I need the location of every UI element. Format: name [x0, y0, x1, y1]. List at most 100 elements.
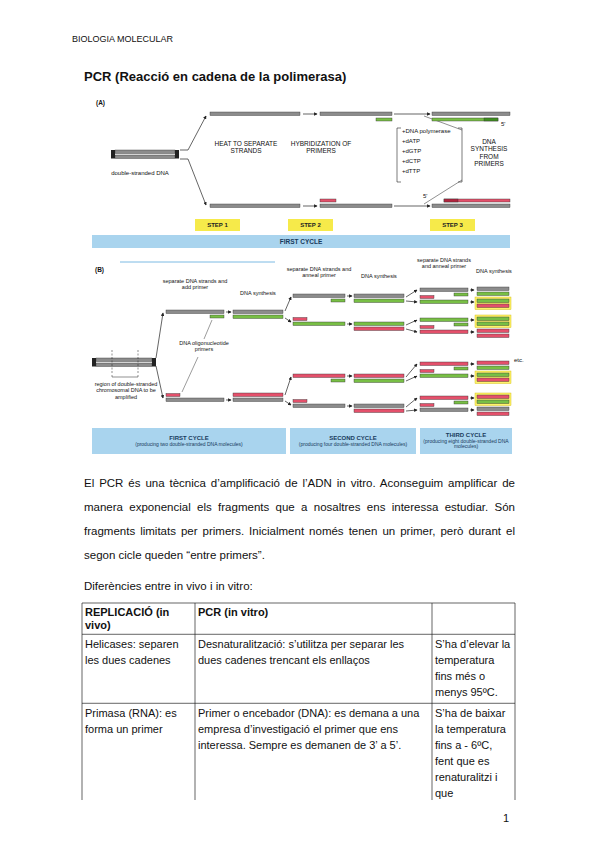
box-subtitle: (producing two double-stranded DNA molec…: [135, 442, 243, 448]
dna-strand: [233, 398, 283, 402]
dna-strand: [477, 400, 509, 404]
leader-line: [424, 180, 462, 204]
panel-letter: (A): [96, 99, 120, 106]
flow-arrow: [470, 398, 474, 399]
dna-strand: [293, 404, 345, 408]
flow-arrow: [470, 410, 474, 411]
table-cell: Helicases: separen les dues cadenes: [85, 636, 193, 668]
box-heading: FIRST CYCLE: [169, 435, 208, 442]
body-text: Diferències entre in vivo i in vitro:: [84, 580, 404, 593]
dna-strand: [293, 318, 307, 321]
leader-line: [515, 603, 516, 800]
flow-arrow: [470, 302, 474, 303]
flow-arrow: [303, 206, 317, 207]
box-heading: SECOND CYCLE: [329, 435, 377, 442]
figure-label: region of double-stranded chromosomal DN…: [88, 381, 164, 400]
flow-arrow: [285, 318, 291, 322]
flow-arrow: [406, 329, 417, 332]
figure-b: [92, 287, 511, 416]
dna-strand: [432, 118, 498, 121]
figure-label: DNA oligonucleotide primers: [176, 340, 232, 353]
flow-arrow: [470, 376, 474, 377]
figure-label: double-stranded DNA: [98, 170, 182, 177]
dna-strand: [477, 329, 509, 333]
step-box: STEP 3: [430, 219, 475, 231]
dna-strand: [354, 404, 404, 408]
dna-strand: [376, 118, 392, 121]
cycle-band: FIRST CYCLE: [92, 235, 510, 248]
step-box: STEP 1: [195, 219, 240, 231]
leader-line: [432, 603, 433, 800]
dna-strand: [420, 370, 434, 373]
dna-strand: [233, 315, 283, 319]
reagent: +dGTP: [402, 148, 460, 155]
dna-strand: [477, 292, 509, 296]
reagent: +dCTP: [402, 158, 460, 165]
flow-arrow: [470, 320, 474, 321]
dna-strand: [454, 401, 468, 404]
box-heading: STEP 3: [442, 222, 463, 229]
flow-arrow: [470, 364, 474, 365]
flow-arrow: [347, 376, 352, 377]
step-caption: HYBRIDIZATION OF PRIMERS: [283, 140, 359, 155]
dna-strand: [210, 112, 300, 116]
dna-strand: [96, 363, 152, 367]
dna-strand: [477, 407, 509, 411]
leader-line: [138, 350, 139, 373]
figure-label: DNA synthesis: [352, 273, 406, 279]
dna-strand: [233, 310, 283, 314]
page-title: PCR (Reacció en cadena de la polimerasa): [84, 70, 524, 85]
leader-line: [112, 350, 113, 373]
dna-strand: [420, 330, 468, 334]
flow-arrow: [285, 401, 291, 405]
flow-arrow: [470, 332, 474, 333]
flow-arrow: [285, 297, 291, 311]
panel-letter: (B): [95, 266, 119, 273]
dna-strand: [354, 327, 404, 331]
page-number: 1: [503, 812, 517, 825]
dna-strand: [477, 317, 509, 321]
flow-arrow: [406, 290, 417, 297]
highlight: [475, 315, 511, 328]
table-cell: S’ha de baixar la temperatura fins a - 6…: [435, 705, 513, 801]
dna-strand: [477, 299, 509, 303]
reagent: +dATP: [402, 138, 460, 145]
dna-strand: [166, 310, 224, 314]
dna-strand: [444, 199, 510, 202]
figure-label: separate DNA strands and anneal primer: [286, 266, 352, 279]
dna-strand: [477, 361, 509, 365]
dna-strand: [432, 112, 510, 116]
box-heading: STEP 1: [207, 222, 228, 229]
dna-strand: [166, 398, 224, 402]
figure-label: separate DNA strands and add primer: [160, 278, 230, 291]
dna-strand: [320, 112, 392, 116]
bracket: [397, 128, 401, 182]
dna-strand: [354, 322, 404, 326]
dna-end: [111, 150, 115, 159]
flow-arrow: [347, 324, 352, 325]
table-cell: Primer o encebador (DNA): es demana a un…: [198, 705, 428, 753]
dna-strand: [420, 288, 468, 292]
dna-strand: [115, 150, 175, 154]
figure-label: DNA synthesis: [474, 268, 514, 274]
dna-strand: [477, 378, 509, 382]
table-grid: [82, 603, 515, 800]
flow-arrow: [180, 116, 206, 150]
dna-strand: [484, 118, 498, 121]
step-caption: HEAT TO SEPARATE STRANDS: [206, 140, 286, 155]
flow-arrow: [347, 296, 352, 297]
dna-strand: [477, 373, 509, 377]
dna-strand: [477, 366, 509, 370]
dna-strand: [115, 155, 175, 159]
dna-strand: [320, 204, 392, 208]
figure-label: separate DNA strands and anneal primer: [414, 257, 474, 270]
flow-arrow: [180, 159, 206, 205]
highlight: [475, 297, 511, 310]
flow-arrow: [406, 320, 417, 325]
box-subtitle: (producing four double-stranded DNA mole…: [299, 442, 407, 448]
flow-arrow: [406, 398, 417, 407]
box-subtitle: (producing eight double-stranded DNA mol…: [423, 439, 509, 451]
dna-strand: [293, 322, 345, 326]
flow-arrow: [470, 290, 474, 291]
